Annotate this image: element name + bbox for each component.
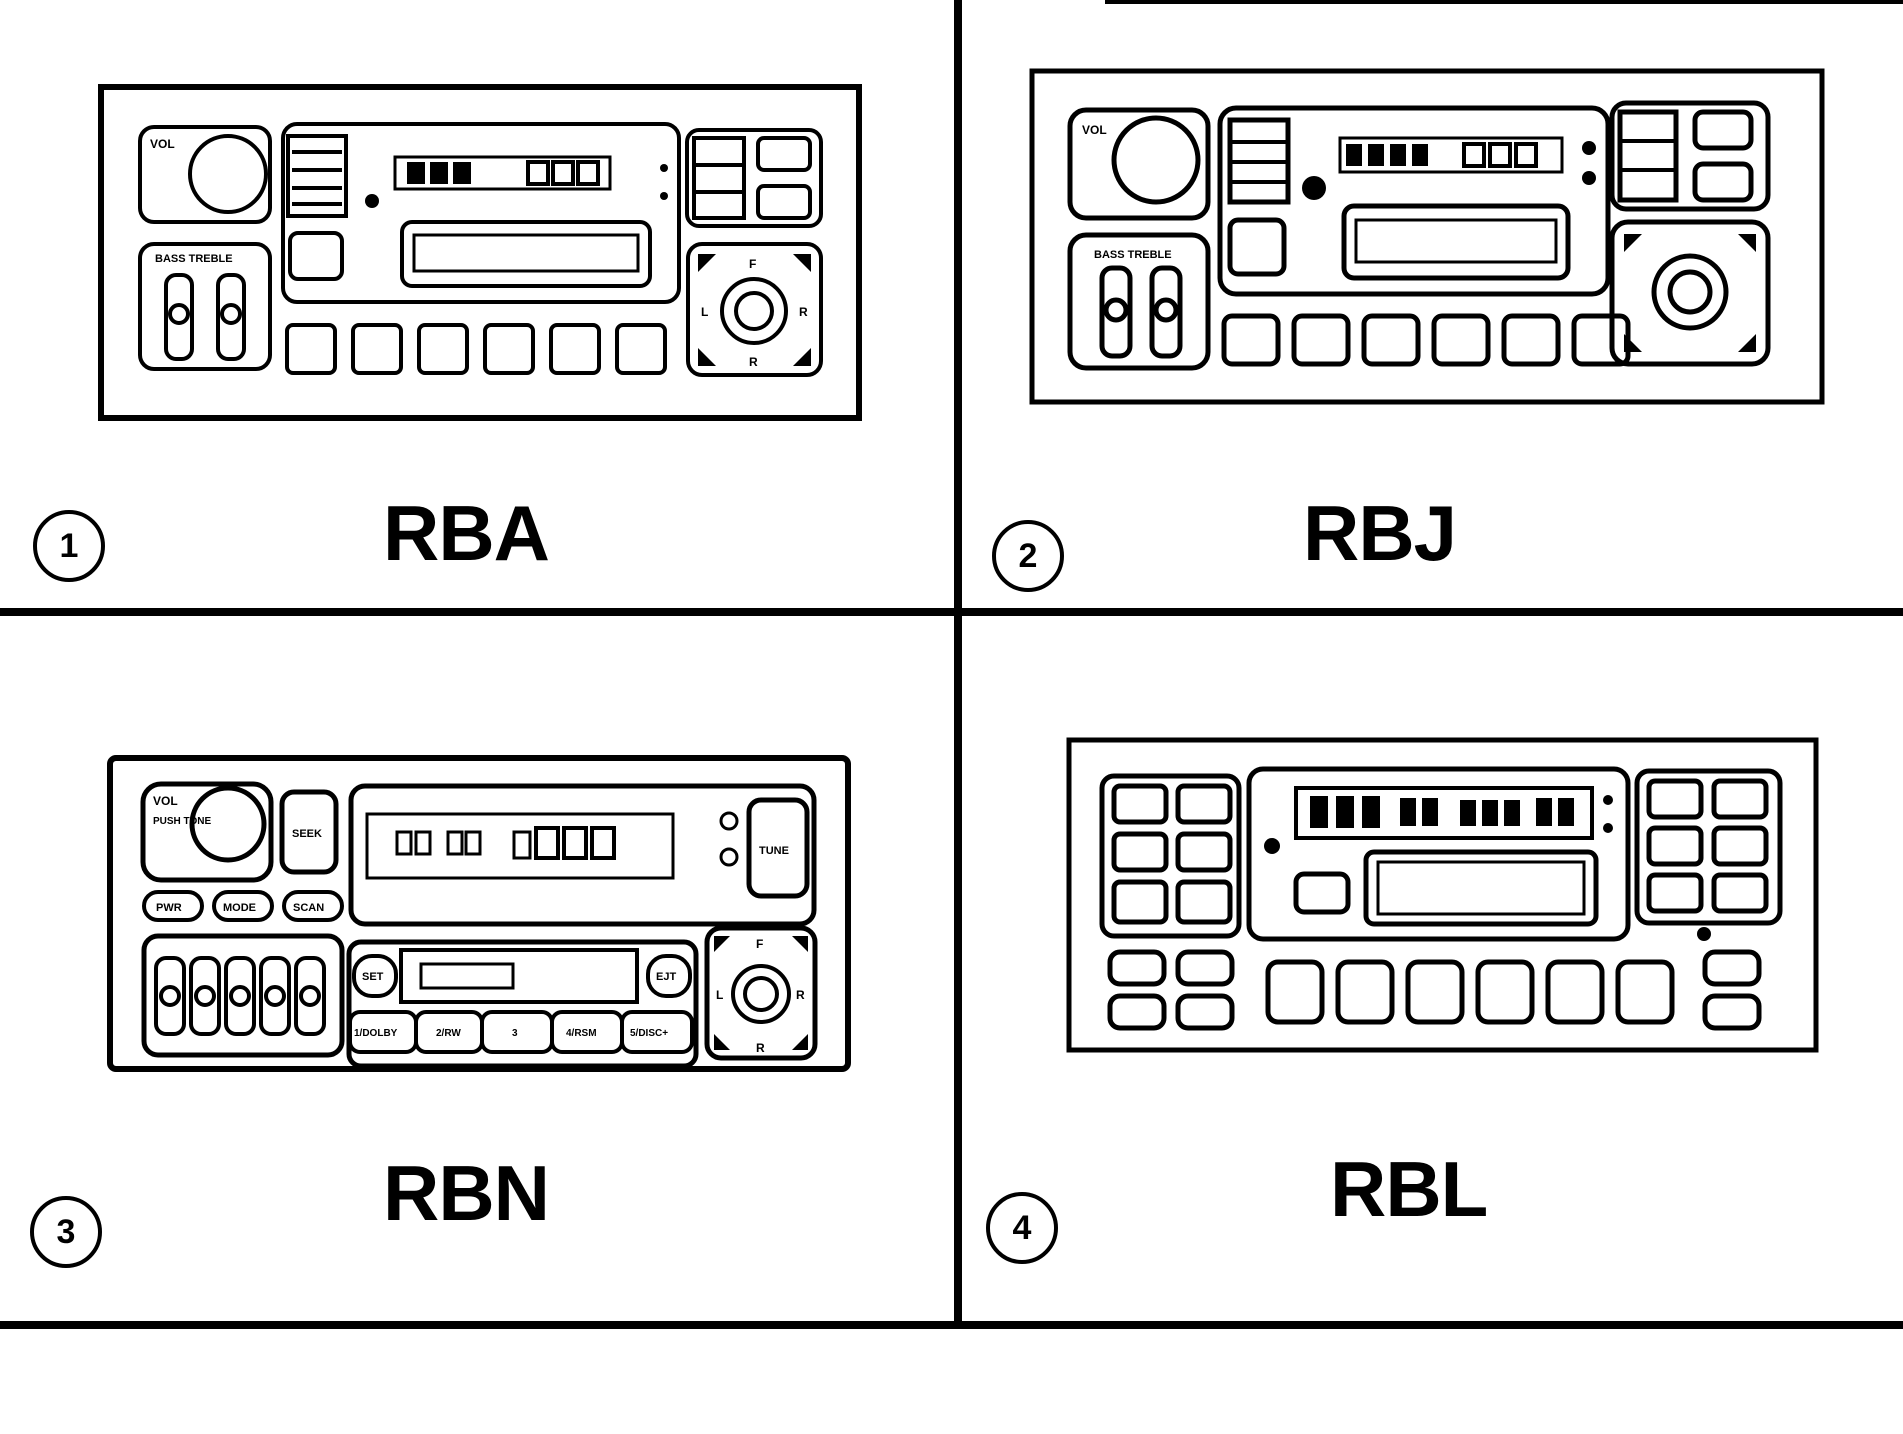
model-label-rbn: RBN bbox=[383, 1149, 550, 1237]
radio-diagram-rbl bbox=[1066, 737, 1819, 1053]
panel-number-3: 3 bbox=[30, 1196, 102, 1268]
panel-number-2: 2 bbox=[992, 520, 1064, 592]
panel-rbn: VOL PUSH TONE SEEK PWR MODE SCAN bbox=[0, 616, 954, 1321]
rbn-preset-3: 3 bbox=[512, 1028, 518, 1039]
rbn-preset-4: 4/RSM bbox=[566, 1028, 597, 1039]
rba-fade-f: F bbox=[749, 257, 756, 271]
divider-horizontal-bottom bbox=[0, 1321, 1903, 1329]
model-label-rba: RBA bbox=[383, 489, 550, 577]
rbn-ejt-label: EJT bbox=[656, 971, 676, 983]
rba-fade-r: R bbox=[749, 355, 758, 369]
divider-horizontal-middle bbox=[0, 608, 1903, 616]
rbn-mode-label: MODE bbox=[223, 902, 256, 914]
rbn-fade-r: R bbox=[756, 1041, 765, 1055]
rbn-bal-r: R bbox=[796, 988, 805, 1002]
rbn-preset-2: 2/RW bbox=[436, 1028, 461, 1039]
rba-vol-label: VOL bbox=[150, 137, 175, 151]
rba-bass-treble-label: BASS TREBLE bbox=[155, 253, 233, 265]
model-label-rbj: RBJ bbox=[1303, 489, 1457, 577]
rbn-fade-f: F bbox=[756, 937, 763, 951]
rbn-preset-1: 1/DOLBY bbox=[354, 1028, 398, 1039]
rbn-tune-label: TUNE bbox=[759, 845, 789, 857]
panel-rbl: RBL 4 bbox=[962, 616, 1903, 1321]
panel-number-1: 1 bbox=[33, 510, 105, 582]
rba-bal-l: L bbox=[701, 305, 708, 319]
panel-rba: VOL BASS TREBLE bbox=[0, 0, 954, 608]
rbj-bass-treble-label: BASS TREBLE bbox=[1094, 249, 1172, 261]
radio-diagram-rbn: VOL PUSH TONE SEEK PWR MODE SCAN bbox=[107, 755, 851, 1072]
rbn-set-label: SET bbox=[362, 971, 384, 983]
rbn-bal-l: L bbox=[716, 988, 723, 1002]
radio-diagram-rbj: VOL BASS TREBLE bbox=[1029, 68, 1825, 405]
model-label-rbl: RBL bbox=[1330, 1145, 1488, 1233]
rbn-preset-5: 5/DISC+ bbox=[630, 1028, 668, 1039]
radio-diagram-rba: VOL BASS TREBLE bbox=[98, 84, 862, 421]
rbj-vol-label: VOL bbox=[1082, 123, 1107, 137]
rba-bal-r: R bbox=[799, 305, 808, 319]
panel-rbj: VOL BASS TREBLE bbox=[962, 0, 1903, 608]
rbn-vol-label: VOL bbox=[153, 794, 178, 808]
panel-number-4: 4 bbox=[986, 1192, 1058, 1264]
divider-vertical-center bbox=[954, 0, 962, 1329]
rbn-scan-label: SCAN bbox=[293, 902, 324, 914]
rbn-push-tone-label: PUSH TONE bbox=[153, 816, 211, 827]
rbn-seek-label: SEEK bbox=[292, 828, 322, 840]
top-right-edge bbox=[1105, 0, 1903, 4]
rbn-pwr-label: PWR bbox=[156, 902, 182, 914]
